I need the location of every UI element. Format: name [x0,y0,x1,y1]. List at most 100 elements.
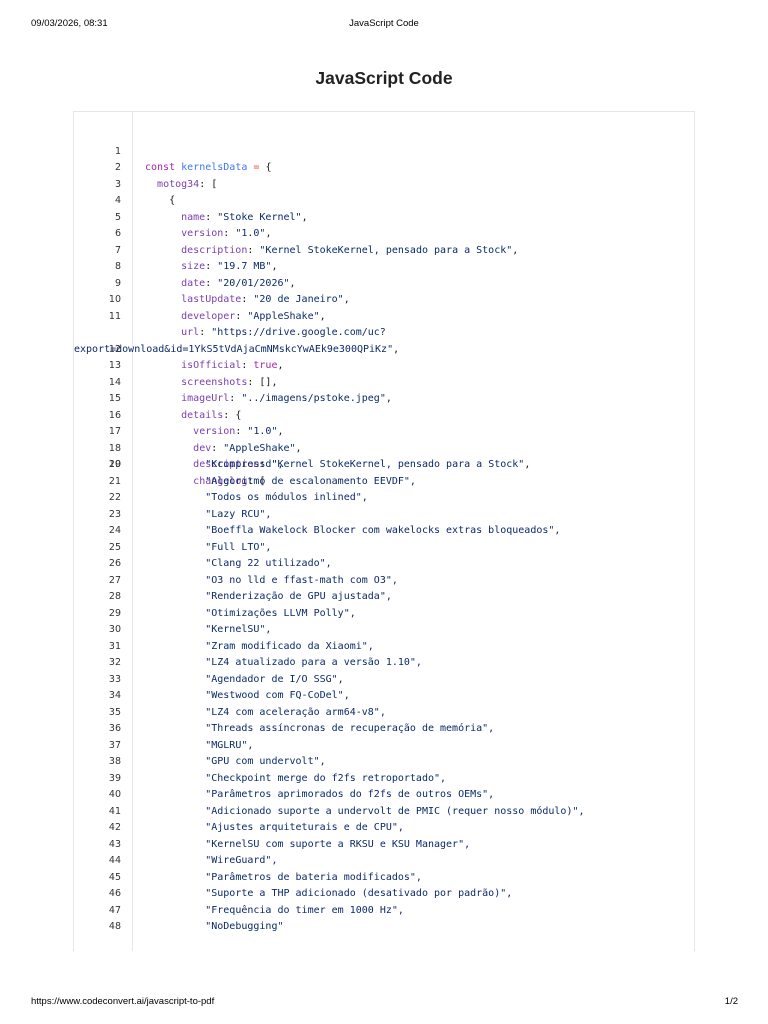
string-value: "../imagens/pstoke.jpeg" [241,393,386,404]
code-text: "KernelSU", [145,622,688,639]
code-line: 3 { [74,160,694,207]
code-text: "Adicionado suporte a undervolt de PMIC … [145,804,688,821]
code-text: { [145,193,688,210]
changelog-entry: "Agendador de I/O SSG", [205,673,344,685]
code-text: "Clang 22 utilizado", [145,556,688,573]
code-text: "O3 no lld e ffast-math com O3", [145,573,688,590]
code-text: "Parâmetros aprimorados do f2fs de outro… [145,787,688,804]
code-line: 27 "O3 no lld e ffast-math com O3", [74,573,694,590]
punctuation: { [235,409,242,421]
property-key: name [181,211,206,223]
property-key: isOfficial [181,360,242,371]
property-key: changelog [193,475,248,487]
code-text: size: "19.7 MB", [181,261,278,272]
line-number: 17 [108,426,121,437]
line-number: 24 [108,525,121,536]
string-value: "https://drive.google.com/uc? [211,327,386,338]
changelog-entry: "Lazy RCU", [205,508,272,520]
line-number: 12 [108,343,121,355]
string-value: "Kernel StokeKernel, pensado para a Stoc… [271,459,525,470]
code-line: 33 "Agendador de I/O SSG", [74,672,694,689]
code-line: 17 dev: "AppleShake", [74,408,694,454]
line-number: 44 [108,855,121,866]
code-line: 20 "Kcompressd", [74,457,694,474]
code-text: "Agendador de I/O SSG", [145,672,688,689]
string-value: "20 de Janeiro" [253,294,344,305]
code-line: 6 description: "Kernel StokeKernel, pens… [74,210,694,256]
code-text: dev: "AppleShake", [193,442,302,454]
line-number: 30 [108,624,121,635]
code-line: 34 "Westwood com FQ-CoDel", [74,688,694,705]
changelog-entry: "Westwood com FQ-CoDel", [205,690,350,701]
changelog-entry: "Full LTO", [205,541,272,553]
code-line: 25 "Full LTO", [74,540,694,557]
code-text: "Zram modificado da Xiaomi", [145,639,688,656]
line-number: 32 [108,657,121,668]
code-line: 24 "Boeffla Wakelock Blocker com wakeloc… [74,523,694,540]
code-line: 15 details: { [74,375,694,421]
punctuation: : [ [199,178,218,190]
string-value: "1.0" [235,228,266,239]
changelog-entry: "LZ4 com aceleração arm64-v8", [205,706,386,718]
code-text: version: "1.0", [181,228,272,239]
code-line: 1 const kernelsData = { [74,127,694,174]
changelog-entry: "Parâmetros de bateria modificados", [205,871,422,883]
print-url: https://www.codeconvert.ai/javascript-to… [31,996,215,1007]
line-number: 37 [108,739,121,751]
line-number: 38 [108,756,121,767]
code-line: 16 version: "1.0", [74,391,694,438]
line-number: 15 [108,393,121,404]
code-text: "Parâmetros de bateria modificados", [145,870,688,887]
line-number: 2 [114,162,121,173]
punctuation: [] [259,376,272,388]
variable-name: kernelsData [181,162,248,173]
code-line: 22 "Todos os módulos inlined", [74,490,694,507]
string-value: "AppleShake" [247,310,320,322]
changelog-entry: "Renderização de GPU ajustada", [205,591,392,602]
line-number: 4 [114,195,121,206]
code-line: 43 "KernelSU com suporte a RKSU e KSU Ma… [74,837,694,854]
line-number: 25 [108,541,121,553]
changelog-entry: "Suporte a THP adicionado (desativado po… [205,888,513,899]
code-text: "Full LTO", [145,540,688,557]
line-number: 41 [108,805,121,817]
code-text: motog34: [ [145,177,688,194]
code-line: 37 "MGLRU", [74,738,694,755]
changelog-entry: "Threads assíncronas de recuperação de m… [205,723,495,734]
document-title: JavaScript Code [315,68,453,88]
code-line: 47 "Frequência do timer em 1000 Hz", [74,903,694,920]
property-key: motog34 [157,178,200,190]
code-line: 40 "Parâmetros aprimorados do f2fs de ou… [74,787,694,804]
changelog-entry: "O3 no lld e ffast-math com O3", [205,574,398,586]
property-key: screenshots [181,376,248,388]
line-number: 9 [114,277,121,289]
code-line: 8 date: "20/01/2026", [74,243,694,289]
property-key: size [181,261,206,272]
code-text: "Renderização de GPU ajustada", [145,589,688,606]
line-number: 6 [114,228,121,239]
code-line: 36 "Threads assíncronas de recuperação d… [74,721,694,738]
code-line: 18 description: "Kernel StokeKernel, pen… [74,424,694,471]
code-line: 13 screenshots: [], [74,342,694,388]
code-text: "LZ4 atualizado para a versão 1.10", [145,655,688,672]
code-line: 45 "Parâmetros de bateria modificados", [74,870,694,887]
line-number: 46 [108,888,121,899]
code-text: "Todos os módulos inlined", [145,490,688,507]
code-line: 26 "Clang 22 utilizado", [74,556,694,573]
code-text: isOfficial: true, [181,360,284,371]
changelog-entry: "Adicionado suporte a undervolt de PMIC … [205,805,585,817]
code-line: 42 "Ajustes arquiteturais e de CPU", [74,820,694,837]
changelog-entry: "LZ4 atualizado para a versão 1.10", [205,657,422,668]
changelog-entry: "Parâmetros aprimorados do f2fs de outro… [205,789,495,800]
line-number: 43 [108,838,121,850]
changelog-entry: "Frequência do timer em 1000 Hz", [205,904,404,916]
changelog-entry: "Clang 22 utilizado", [205,558,332,569]
line-number: 13 [108,360,121,371]
code-line: 31 "Zram modificado da Xiaomi", [74,639,694,656]
print-datetime: 09/03/2026, 08:31 [31,18,108,29]
code-text: developer: "AppleShake", [181,310,326,322]
property-key: description [193,459,260,470]
line-number: 45 [108,871,121,883]
line-number: 22 [108,492,121,503]
line-number: 23 [108,508,121,520]
